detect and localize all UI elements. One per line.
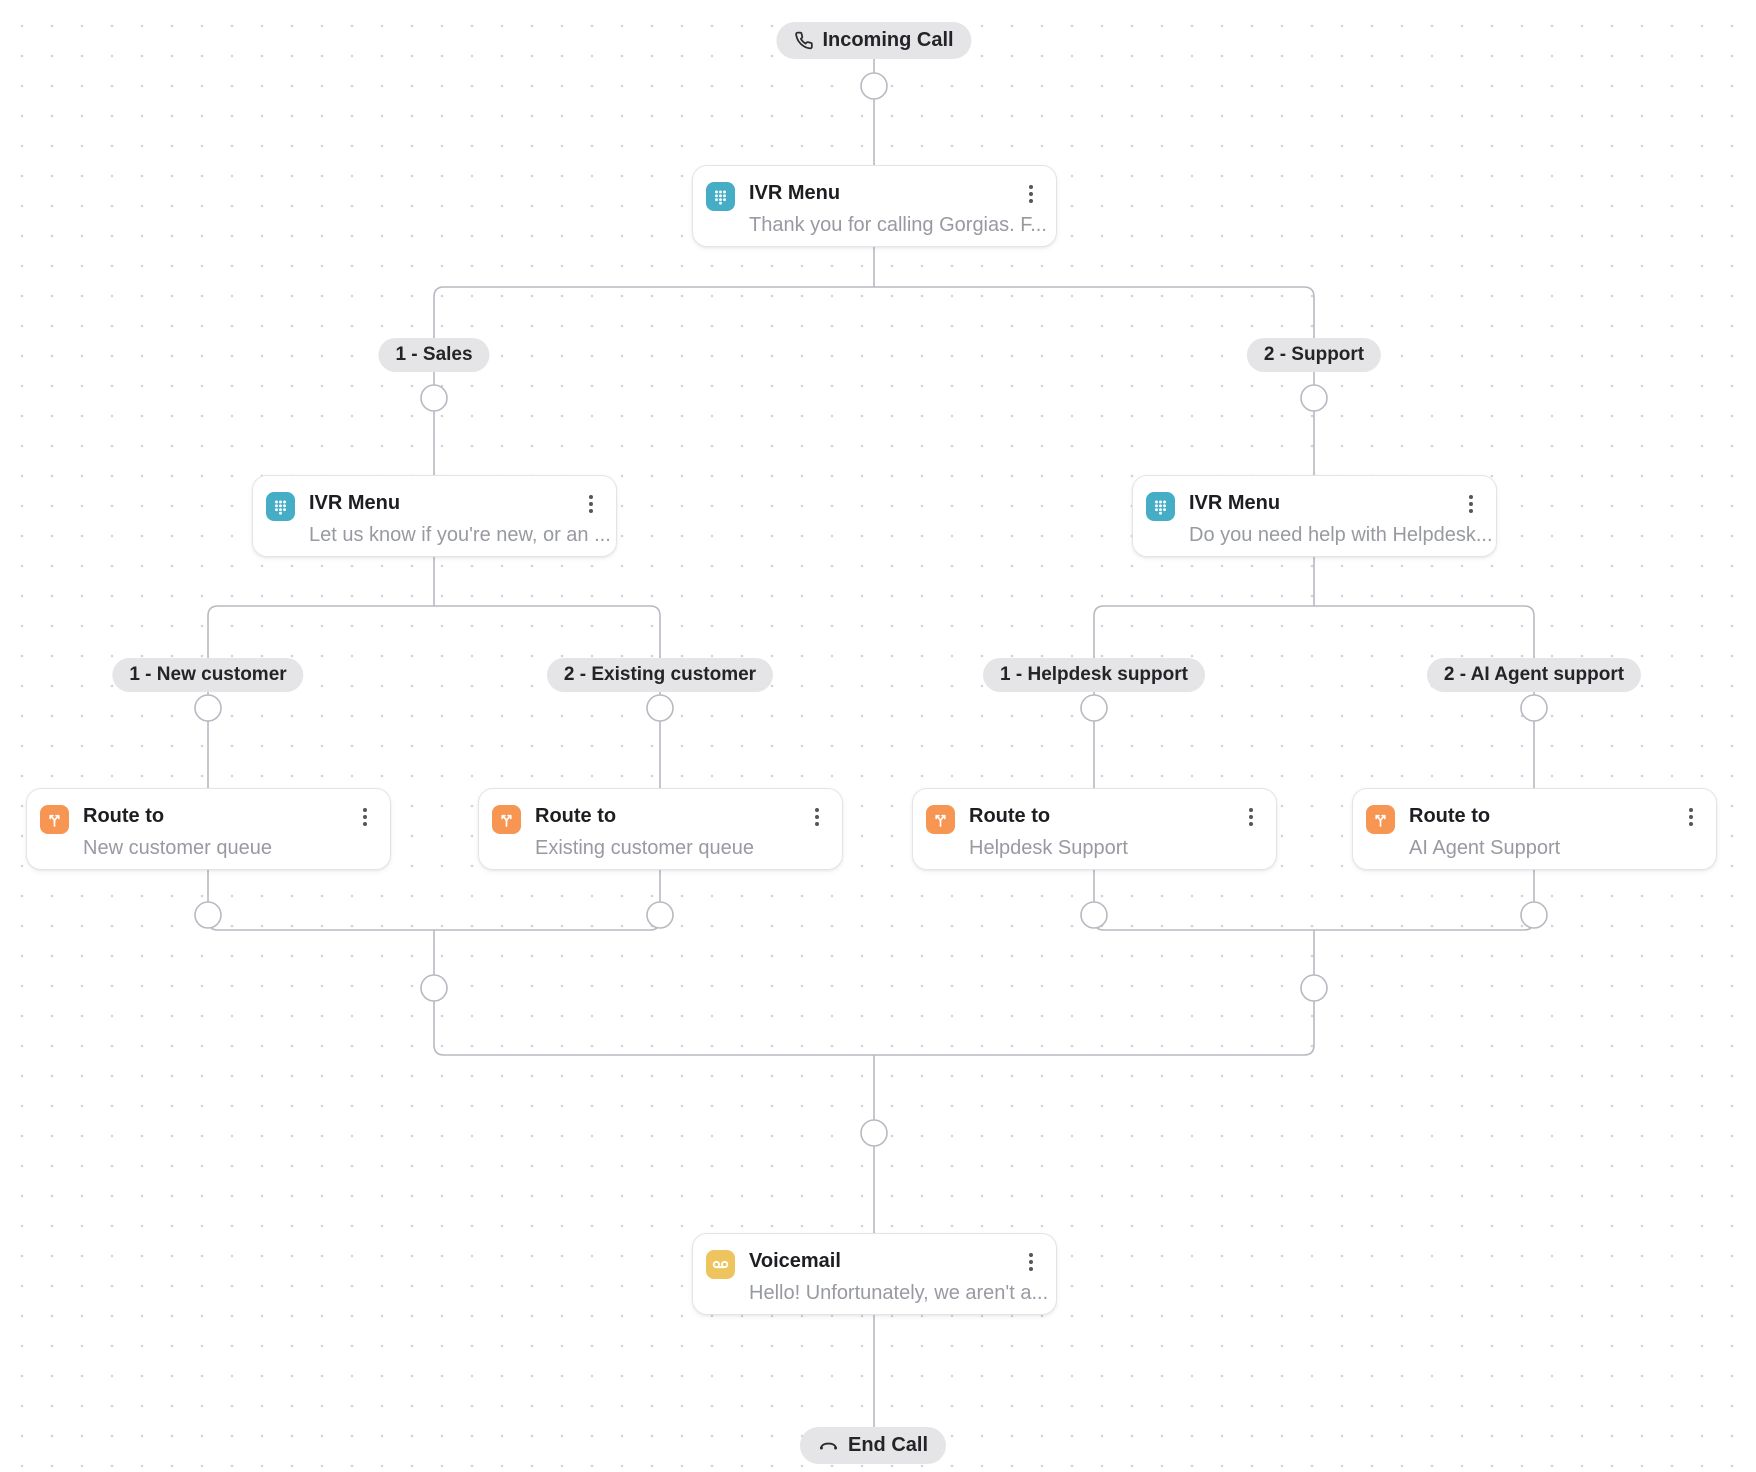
route-split-icon bbox=[492, 805, 521, 834]
entry-node-label: Incoming Call bbox=[822, 29, 954, 51]
connector-edge bbox=[207, 870, 661, 931]
branch-label-sales: 1 - Sales bbox=[378, 338, 490, 372]
connector-edge bbox=[1093, 870, 1535, 931]
branch-label-helpdesk-support: 1 - Helpdesk support bbox=[983, 658, 1205, 692]
connection-handle[interactable] bbox=[1080, 901, 1108, 929]
kebab-menu-icon[interactable] bbox=[356, 805, 374, 829]
connection-handle[interactable] bbox=[420, 384, 448, 412]
kebab-menu-icon[interactable] bbox=[808, 805, 826, 829]
connection-handle[interactable] bbox=[194, 901, 222, 929]
route-split-icon bbox=[1366, 805, 1395, 834]
node-subtitle: AI Agent Support bbox=[1409, 837, 1561, 859]
connection-handle[interactable] bbox=[646, 901, 674, 929]
route-split-icon bbox=[40, 805, 69, 834]
node-card-ivr-menu-sales[interactable]: IVR Menu Let us know if you're new, or a… bbox=[252, 475, 617, 557]
connection-handle[interactable] bbox=[860, 1119, 888, 1147]
kebab-menu-icon[interactable] bbox=[1022, 1250, 1040, 1274]
node-subtitle: Thank you for calling Gorgias. F... bbox=[749, 214, 1047, 236]
node-subtitle: Helpdesk Support bbox=[969, 837, 1128, 859]
connection-handle[interactable] bbox=[1080, 694, 1108, 722]
node-card-route-to-new-customer[interactable]: Route to New customer queue bbox=[26, 788, 391, 870]
node-title: Route to bbox=[969, 805, 1051, 827]
branch-label-support: 2 - Support bbox=[1246, 338, 1382, 372]
route-split-icon bbox=[926, 805, 955, 834]
node-subtitle: Hello! Unfortunately, we aren't a... bbox=[749, 1282, 1049, 1304]
phone-down-icon bbox=[819, 1442, 838, 1450]
keypad-icon bbox=[266, 492, 295, 521]
connection-handle[interactable] bbox=[860, 72, 888, 100]
node-subtitle: Do you need help with Helpdesk... bbox=[1189, 524, 1493, 546]
exit-node-end-call[interactable]: End Call bbox=[799, 1427, 947, 1464]
node-card-route-to-existing-customer[interactable]: Route to Existing customer queue bbox=[478, 788, 843, 870]
node-subtitle: New customer queue bbox=[83, 837, 272, 859]
connector-edge bbox=[433, 286, 1315, 475]
connector-edge bbox=[433, 930, 1315, 1056]
connection-handle[interactable] bbox=[1300, 384, 1328, 412]
node-title: Route to bbox=[535, 805, 617, 827]
branch-label-ai-agent-support: 2 - AI Agent support bbox=[1426, 658, 1642, 692]
node-title: IVR Menu bbox=[1189, 492, 1281, 514]
kebab-menu-icon[interactable] bbox=[1462, 492, 1480, 516]
exit-node-label: End Call bbox=[847, 1434, 929, 1456]
node-card-route-to-helpdesk-support[interactable]: Route to Helpdesk Support bbox=[912, 788, 1277, 870]
keypad-icon bbox=[1146, 492, 1175, 521]
connector-edge bbox=[1093, 605, 1535, 788]
kebab-menu-icon[interactable] bbox=[1022, 182, 1040, 206]
node-title: IVR Menu bbox=[749, 182, 841, 204]
keypad-icon bbox=[706, 182, 735, 211]
connector-edges bbox=[207, 57, 1535, 1427]
node-card-ivr-menu-support[interactable]: IVR Menu Do you need help with Helpdesk.… bbox=[1132, 475, 1497, 557]
node-subtitle: Let us know if you're new, or an ... bbox=[309, 524, 611, 546]
node-card-ivr-menu-main[interactable]: IVR Menu Thank you for calling Gorgias. … bbox=[692, 165, 1057, 247]
connector-edge bbox=[207, 605, 661, 788]
kebab-menu-icon[interactable] bbox=[582, 492, 600, 516]
connection-handles bbox=[194, 72, 1548, 1147]
node-title: IVR Menu bbox=[309, 492, 401, 514]
branch-label-new-customer: 1 - New customer bbox=[112, 658, 304, 692]
kebab-menu-icon[interactable] bbox=[1682, 805, 1700, 829]
node-title: Voicemail bbox=[749, 1250, 841, 1272]
connection-handle[interactable] bbox=[420, 974, 448, 1002]
connection-handle[interactable] bbox=[1300, 974, 1328, 1002]
voicemail-icon bbox=[706, 1250, 735, 1279]
connection-handle[interactable] bbox=[1520, 694, 1548, 722]
node-card-route-to-ai-agent-support[interactable]: Route to AI Agent Support bbox=[1352, 788, 1717, 870]
connection-handle[interactable] bbox=[194, 694, 222, 722]
branch-label-existing-customer: 2 - Existing customer bbox=[546, 658, 774, 692]
node-subtitle: Existing customer queue bbox=[535, 837, 755, 859]
phone-icon bbox=[795, 31, 813, 50]
node-title: Route to bbox=[83, 805, 165, 827]
kebab-menu-icon[interactable] bbox=[1242, 805, 1260, 829]
entry-node-incoming-call[interactable]: Incoming Call bbox=[776, 22, 972, 59]
connection-handle[interactable] bbox=[1520, 901, 1548, 929]
connection-handle[interactable] bbox=[646, 694, 674, 722]
node-card-voicemail[interactable]: Voicemail Hello! Unfortunately, we aren'… bbox=[692, 1233, 1057, 1315]
node-title: Route to bbox=[1409, 805, 1491, 827]
